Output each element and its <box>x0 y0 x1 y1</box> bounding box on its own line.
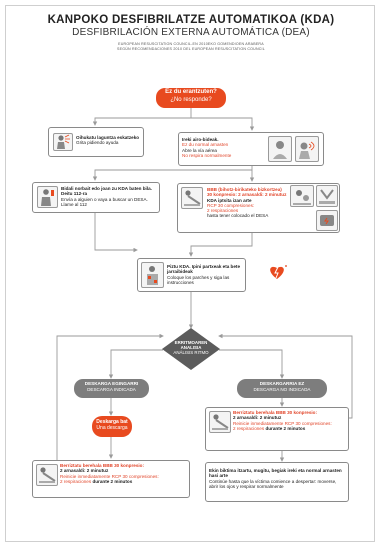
pads-basque: Piztu KDA. Ipini partxeak eta bete jarra… <box>167 264 241 275</box>
no-shock-spanish: DESCARGA NO INDICADA <box>253 386 311 392</box>
start-spanish: ¿No responde? <box>170 96 212 103</box>
resume-left-spanish-2: 2 respiraciones <box>60 478 92 484</box>
resume-right-basque-2: 2 arnasaldi: 2 minutuz <box>233 415 282 421</box>
shock-spanish: Una descarga <box>96 425 128 431</box>
resume-cpr-left-icon <box>36 464 58 486</box>
continue-spanish: Continúe hasta que la víctima comience a… <box>209 478 337 489</box>
source-note-spanish: SEGÚN RECOMENDACIONES 2010 DEL EUROPEAN … <box>117 47 265 51</box>
continue-basque: Ekin biktima itzartu, mugitu, begiak ire… <box>209 468 342 479</box>
start-basque: Ez du erantzuten? <box>165 89 217 95</box>
resume-left-spanish-3: durante 2 minutos <box>92 478 133 484</box>
rhythm-analysis-diamond <box>162 328 220 370</box>
title-spanish: DESFIBRILACIÓN EXTERNA AUTOMÁTICA (DEA) <box>72 27 310 38</box>
step-shout-for-help: Oihukatu laguntza eskatzeko Grita pidien… <box>48 127 144 157</box>
airway-check-icon <box>268 136 292 162</box>
step-resume-cpr-after-shock: Berriztatu berehala BBB 30 konpresio: 2 … <box>32 460 190 498</box>
step-continue-until-recovery: Ekin biktima itzartu, mugitu, begiak ire… <box>205 462 349 502</box>
rescue-breath-icon <box>290 185 314 207</box>
branch-shock-indicated: DESKARGA EGINGARRI DESCARGA INDICADA <box>74 379 149 398</box>
chest-compression-icon <box>316 185 338 207</box>
shout-spanish: Grita pidiendo ayuda <box>76 140 119 146</box>
airway-spanish-1: Abre la vía aérea <box>182 147 217 153</box>
resume-left-spanish-1: Reinicie inmediatamente RCP 30 compresio… <box>60 473 159 479</box>
resume-right-basque-1: Berriztatu berehala BBB 30 konpresio: <box>233 410 317 415</box>
shock-indicated-spanish: DESCARGA INDICADA <box>87 386 136 392</box>
airway-basque-1: Ireki airo-bideak. <box>182 137 219 142</box>
cpr-spanish-3: hasta tener colocado el DESA <box>207 213 269 219</box>
phone-call-icon <box>37 186 58 208</box>
resume-cpr-right-icon <box>209 411 231 433</box>
shout-person-icon <box>53 133 73 151</box>
action-one-shock: Deskarga bat Una descarga <box>92 416 132 437</box>
resume-right-spanish-2: 2 respiraciones <box>233 425 265 431</box>
shock-basque: Deskarga bat <box>96 419 128 425</box>
resume-right-spanish-1: Reinicie inmediatamente RCP 30 compresio… <box>233 420 332 426</box>
analysis-basque: ERRITMOAREN ANALISIA <box>174 340 208 351</box>
cpr-spanish-1: RCP 30 compresiones: <box>207 202 255 208</box>
aed-device-icon <box>316 210 338 231</box>
send-basque: Bidali norbait edo joan zu KDA baten bil… <box>61 186 152 197</box>
branch-no-shock: DESKARGARRIA EZ DESCARGA NO INDICADA <box>237 379 327 398</box>
start-node-unresponsive: Ez du erantzuten? ¿No responde? <box>156 88 226 108</box>
cpr-basque-1: BBB (bihotz-birikateko bizkortzea) <box>207 187 282 192</box>
breathing-check-icon <box>295 136 319 162</box>
attach-pads-icon <box>141 262 164 288</box>
cpr-basque-3: KDA iptsita izan arte <box>207 197 252 203</box>
airway-spanish-2: No respira normalmente <box>182 152 232 158</box>
rhythm-analysis-label: ERRITMOAREN ANALISIA ANÁLISIS RITMO <box>168 340 214 356</box>
send-spanish: Envía a alguien o vaya a buscar un DESA.… <box>61 196 148 207</box>
resume-left-basque-1: Berriztatu berehala BBB 30 konpresio: <box>60 463 144 468</box>
analysis-spanish: ANÁLISIS RITMO <box>173 350 209 356</box>
no-shock-basque: DESKARGARRIA EZ <box>259 381 305 386</box>
source-note-basque: EUROPEAN RESUSCITATION COUNCIL-EN 2010EK… <box>118 42 264 46</box>
resume-right-spanish-3: durante 2 minutos <box>265 425 306 431</box>
cpr-basque-2: 30 konpresio: 2 arnasaldi: 2 minutuz <box>207 192 287 198</box>
shout-basque: Oihukatu laguntza eskatzeko <box>76 135 140 140</box>
cpr-spanish-2: 2 respiraciones <box>207 208 239 214</box>
resume-left-basque-2: 2 arnasaldi: 2 minutuz <box>60 468 109 474</box>
shock-indicated-basque: DESKARGA EGINGARRI <box>84 381 139 386</box>
airway-basque-2: Ez du normal arnasten <box>182 142 229 148</box>
title-basque: KANPOKO DESFIBRILATZE AUTOMATIKOA (KDA) <box>47 14 335 26</box>
pads-spanish: Coloque los parches y siga las instrucci… <box>167 274 230 285</box>
cpr-compressions-icon <box>181 187 203 209</box>
heart-lightning-icon <box>268 263 290 281</box>
